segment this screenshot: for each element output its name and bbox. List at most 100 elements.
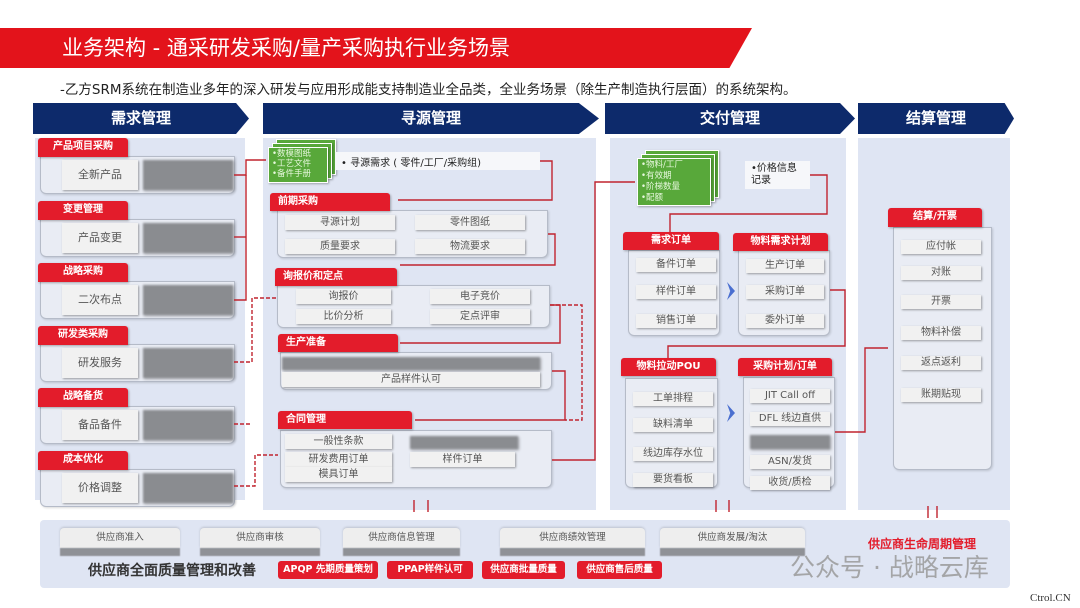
- column-header-0: 需求管理: [33, 103, 249, 134]
- delivery-block-tag: 需求订单: [623, 232, 719, 250]
- settlement-item: 对账: [901, 266, 981, 280]
- sourcing-item: 比价分析: [296, 309, 391, 324]
- chevron-right-icon: [727, 404, 735, 422]
- sourcing-stage-tag: 前期采购: [270, 193, 390, 211]
- delivery-item: 线边库存水位: [633, 447, 713, 461]
- settlement-item: 账期贴现: [901, 388, 981, 402]
- demand-item: 备品备件: [62, 410, 138, 440]
- demand-group-tag: 变更管理: [38, 200, 128, 220]
- lifecycle-label: 供应商生命周期管理: [868, 537, 977, 551]
- demand-item: 全新产品: [62, 160, 138, 190]
- demand-item-blurred: [143, 160, 233, 190]
- demand-group-tag: 产品项目采购: [38, 138, 128, 157]
- watermark: 公众号 · 战略云库: [790, 553, 989, 582]
- sourcing-item: 样件订单: [410, 452, 515, 467]
- quality-title: 供应商全面质量管理和改善: [88, 563, 256, 579]
- sourcing-item: 寻源计划: [285, 215, 395, 230]
- settlement-tag: 结算/开票: [888, 208, 982, 227]
- settlement-box: [893, 227, 992, 470]
- delivery-item: 工单排程: [633, 392, 713, 406]
- demand-item: 研发服务: [62, 347, 138, 378]
- lifecycle-step-bar: [660, 548, 805, 556]
- delivery-item: 生产订单: [746, 259, 824, 273]
- doc-line: •工艺文件: [272, 159, 312, 169]
- doc-line: •数模图纸: [272, 149, 312, 159]
- quality-tag: APQP 先期质量策划: [278, 561, 378, 579]
- column-header-2: 交付管理: [605, 103, 855, 134]
- delivery-item: 要货看板: [633, 473, 713, 487]
- doc-line: •配额: [641, 193, 664, 203]
- demand-item: 产品变更: [62, 222, 138, 253]
- settlement-item: 返点返利: [901, 356, 981, 370]
- lifecycle-step-bar: [200, 548, 320, 556]
- settlement-item: 应付帐: [901, 240, 981, 254]
- delivery-item: 委外订单: [746, 314, 824, 328]
- sourcing-item-blurred: [282, 357, 540, 370]
- delivery-item: JIT Call off: [750, 389, 830, 403]
- delivery-item: 销售订单: [636, 314, 716, 328]
- delivery-doc-lines: •物料/工厂•有效期•阶梯数量•配额: [637, 158, 711, 206]
- lifecycle-step: 供应商发展/淘汰: [660, 528, 805, 548]
- doc-line: •备件手册: [272, 169, 312, 179]
- sourcing-item: 物流要求: [415, 239, 525, 254]
- column-header-3: 结算管理: [858, 103, 1014, 134]
- sourcing-stage-tag: 合同管理: [278, 411, 412, 429]
- lifecycle-step: 供应商准入: [60, 528, 180, 548]
- demand-item-blurred: [143, 472, 233, 503]
- delivery-block-tag: 物料需求计划: [733, 233, 828, 251]
- demand-group-tag: 战略备货: [38, 388, 128, 407]
- delivery-item: ASN/发货: [750, 455, 830, 469]
- quality-tag: 供应商售后质量: [577, 561, 662, 579]
- lifecycle-step-bar: [60, 548, 180, 556]
- demand-item-blurred: [143, 347, 233, 378]
- quality-tag: 供应商批量质量: [482, 561, 565, 579]
- demand-item: 价格调整: [62, 472, 138, 503]
- settlement-item: 开票: [901, 295, 981, 309]
- sourcing-item: 研发费用订单: [285, 452, 392, 467]
- lifecycle-step: 供应商审核: [200, 528, 320, 548]
- demand-item-blurred: [143, 285, 233, 315]
- delivery-item: 采购订单: [746, 285, 824, 299]
- sourcing-item: 零件图纸: [415, 215, 525, 230]
- price-info-record: •价格信息记录: [745, 161, 810, 189]
- sourcing-item: 电子竞价: [430, 289, 530, 304]
- lifecycle-step-bar: [343, 548, 460, 556]
- demand-item: 二次布点: [62, 285, 138, 315]
- quality-tag: PPAP样件认可: [387, 561, 473, 579]
- delivery-item: DFL 线边直供: [750, 412, 830, 426]
- demand-item-blurred: [143, 410, 233, 440]
- sourcing-stage-tag: 询报价和定点: [275, 268, 397, 286]
- doc-line: •有效期: [641, 171, 672, 181]
- delivery-item: 样件订单: [636, 285, 716, 299]
- delivery-block-tag: 采购计划/订单: [738, 358, 832, 376]
- demand-group-tag: 成本优化: [38, 450, 128, 470]
- settlement-item: 物料补偿: [901, 326, 981, 340]
- lifecycle-step: 供应商信息管理: [343, 528, 460, 548]
- doc-line: •物料/工厂: [641, 160, 683, 170]
- sourcing-item: 定点评审: [430, 309, 530, 324]
- demand-group-tag: 研发类采购: [38, 325, 128, 345]
- delivery-block-tag: 物料拉动POU: [621, 358, 716, 376]
- demand-group-tag: 战略采购: [38, 263, 128, 282]
- sourcing-item: 质量要求: [285, 239, 395, 254]
- lifecycle-step: 供应商绩效管理: [500, 528, 645, 548]
- demand-item-blurred: [143, 222, 233, 253]
- sourcing-item: 询报价: [296, 289, 391, 304]
- slide-title: 业务架构 - 通采研发采购/量产采购执行业务场景: [0, 28, 752, 68]
- document-stack-icon: [268, 147, 328, 183]
- column-header-1: 寻源管理: [263, 103, 599, 134]
- sourcing-item: 模具订单: [285, 467, 392, 482]
- delivery-item: 缺料清单: [633, 418, 713, 432]
- sourcing-item-blurred: [410, 436, 518, 449]
- lifecycle-step-bar: [500, 548, 645, 556]
- sourcing-stage-tag: 生产准备: [278, 334, 398, 352]
- sourcing-item: 产品样件认可: [282, 372, 540, 387]
- delivery-item: 备件订单: [636, 258, 716, 272]
- sourcing-request: • 寻源需求 ( 零件/工厂/采购组): [335, 152, 540, 170]
- delivery-item-blurred: [750, 435, 830, 449]
- doc-line: •阶梯数量: [641, 182, 681, 192]
- slide-subtitle: -乙方SRM系统在制造业多年的深入研发与应用形成能支持制造业全品类，全业务场景（…: [60, 82, 797, 98]
- sourcing-item: 一般性条款: [285, 434, 392, 449]
- sourcing-doc-lines: •数模图纸•工艺文件•备件手册: [268, 147, 328, 183]
